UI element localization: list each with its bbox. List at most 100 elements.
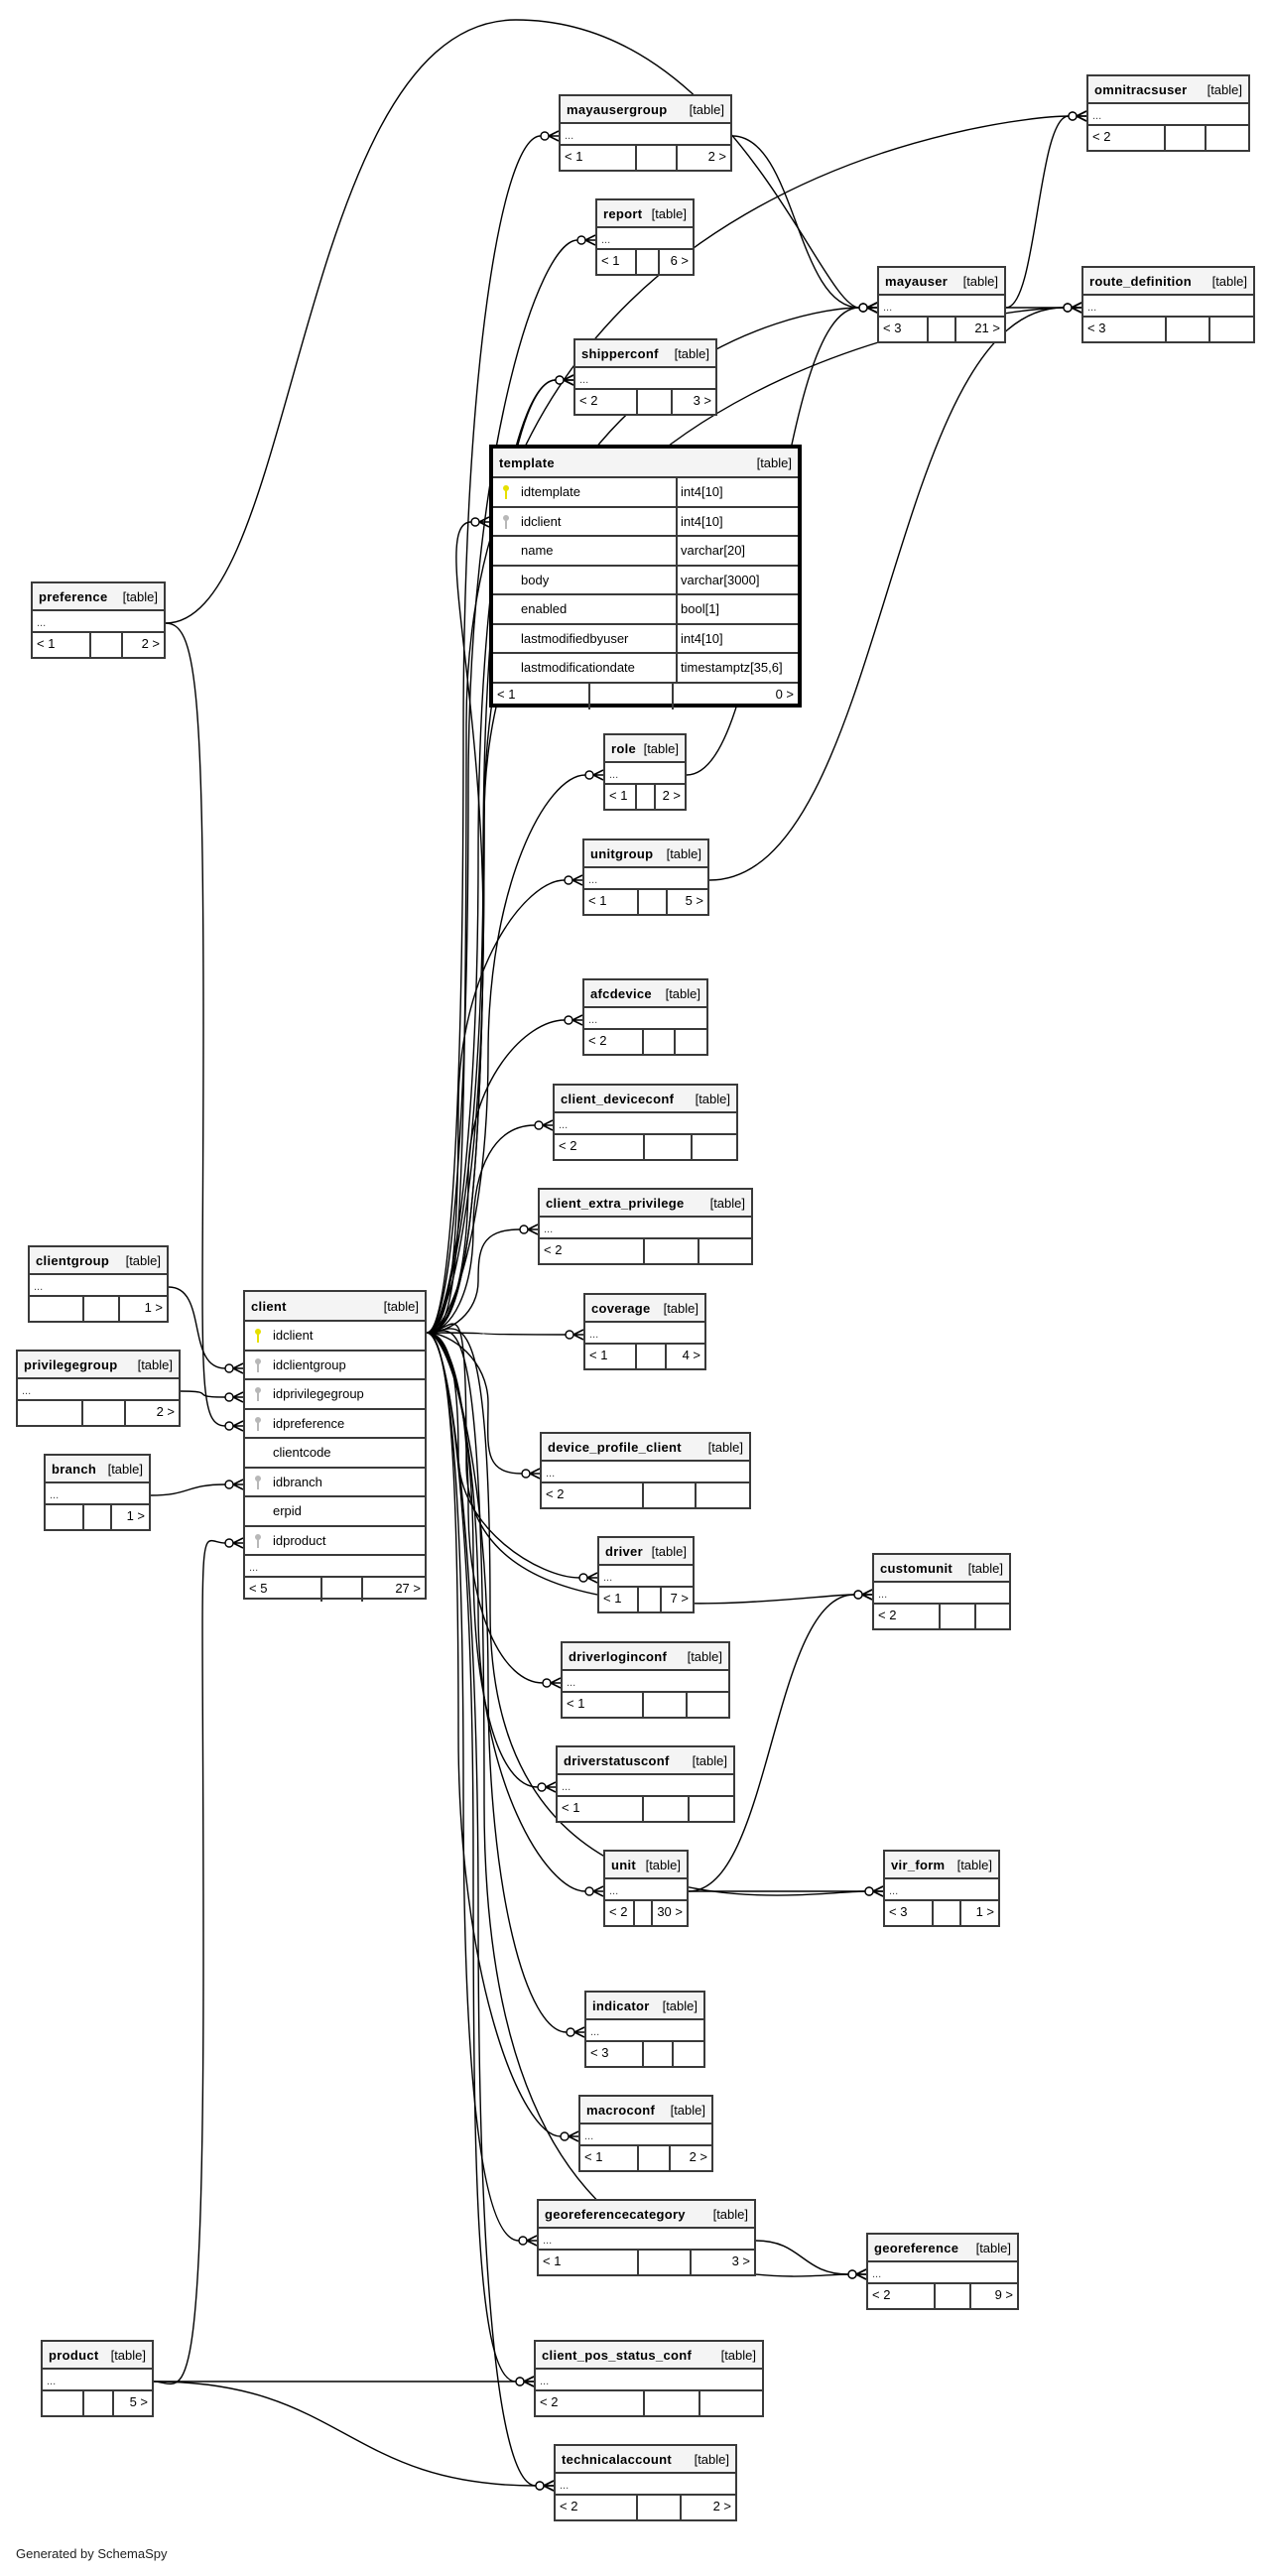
table-name[interactable]: unit: [611, 1857, 637, 1872]
table-name[interactable]: unitgroup: [590, 845, 654, 861]
table-name[interactable]: technicalaccount: [562, 2451, 672, 2467]
parents-count[interactable]: < 2: [874, 1605, 941, 1628]
parents-count[interactable]: < 3: [1083, 318, 1167, 341]
table-name[interactable]: client_deviceconf: [561, 1091, 675, 1106]
table-name[interactable]: clientgroup: [36, 1252, 110, 1268]
parents-count[interactable]: < 1: [584, 890, 639, 914]
children-count[interactable]: 2 >: [707, 149, 726, 164]
parents-count[interactable]: < 2: [868, 2284, 936, 2308]
table-name[interactable]: afcdevice: [590, 985, 652, 1001]
more-columns[interactable]: ...: [539, 2229, 754, 2251]
parents-count[interactable]: < 3: [879, 318, 929, 341]
table-name[interactable]: mayausergroup: [567, 101, 668, 117]
more-columns[interactable]: ...: [868, 2262, 1017, 2284]
table-coverage[interactable]: coverage [table] ... < 1 4 >: [583, 1293, 706, 1370]
parents-count[interactable]: < 2: [542, 1483, 644, 1507]
table-shipperconf[interactable]: shipperconf [table] ... < 2 3 >: [573, 338, 717, 416]
table-name[interactable]: preference: [39, 588, 108, 604]
parents-count[interactable]: < 5: [245, 1578, 322, 1602]
children-count[interactable]: 3 >: [731, 2254, 750, 2268]
children-count[interactable]: 1 >: [975, 1904, 994, 1919]
parents-count[interactable]: < 2: [584, 1030, 644, 1054]
table-name[interactable]: branch: [52, 1461, 97, 1477]
more-columns[interactable]: ...: [599, 1566, 693, 1588]
more-columns[interactable]: ...: [18, 1379, 179, 1401]
table-name[interactable]: mayauser: [885, 273, 949, 289]
table-name[interactable]: driver: [605, 1543, 643, 1559]
parents-count[interactable]: < 2: [536, 2391, 645, 2415]
more-columns[interactable]: ...: [43, 2370, 152, 2391]
column-row[interactable]: idclient: [245, 1322, 425, 1352]
children-count[interactable]: 7 >: [670, 1591, 689, 1606]
table-name[interactable]: driverloginconf: [569, 1648, 668, 1664]
more-columns[interactable]: ...: [558, 1775, 733, 1797]
parents-count[interactable]: < 2: [555, 1135, 645, 1159]
parents-count[interactable]: < 2: [556, 2496, 638, 2519]
more-columns[interactable]: ...: [605, 763, 685, 785]
more-columns[interactable]: ...: [555, 1113, 736, 1135]
table-client_pos_status_conf[interactable]: client_pos_status_conf [table] ... < 2: [534, 2340, 764, 2417]
column-row[interactable]: idclientgroup: [245, 1352, 425, 1380]
table-name[interactable]: client_pos_status_conf: [542, 2347, 693, 2363]
children-count[interactable]: [976, 1605, 1009, 1628]
table-georeferencecategory[interactable]: georeferencecategory [table] ... < 1 3 >: [537, 2199, 756, 2276]
table-role[interactable]: role [table] ... < 1 2 >: [603, 733, 687, 811]
parents-count[interactable]: < 1: [599, 1588, 639, 1611]
column-row[interactable]: lastmodificationdate timestamptz[35,6]: [493, 654, 798, 684]
column-row[interactable]: erpid: [245, 1497, 425, 1527]
more-columns[interactable]: ...: [879, 296, 1004, 318]
more-columns[interactable]: ...: [33, 611, 164, 633]
parents-count[interactable]: < 1: [605, 785, 637, 809]
parents-count[interactable]: < 1: [539, 2251, 639, 2274]
children-count[interactable]: [674, 2042, 703, 2066]
children-count[interactable]: 30 >: [657, 1904, 683, 1919]
table-route_definition[interactable]: route_definition [table] ... < 3: [1081, 266, 1255, 343]
children-count[interactable]: [700, 2391, 762, 2415]
children-count[interactable]: 1 >: [144, 1300, 163, 1315]
parents-count[interactable]: < 1: [493, 683, 590, 709]
parents-count[interactable]: < 2: [605, 1901, 635, 1925]
table-name[interactable]: privilegegroup: [24, 1356, 118, 1372]
children-count[interactable]: 21 >: [974, 321, 1000, 335]
parents-count[interactable]: < 3: [586, 2042, 644, 2066]
table-preference[interactable]: preference [table] ... < 1 2 >: [31, 581, 166, 659]
table-name[interactable]: customunit: [880, 1560, 953, 1576]
table-driver[interactable]: driver [table] ... < 1 7 >: [597, 1536, 695, 1613]
table-clientgroup[interactable]: clientgroup [table] ... 1 >: [28, 1245, 169, 1323]
more-columns[interactable]: ...: [585, 1323, 704, 1345]
table-client_deviceconf[interactable]: client_deviceconf [table] ... < 2: [553, 1084, 738, 1161]
column-row[interactable]: idproduct: [245, 1527, 425, 1556]
parents-count[interactable]: < 1: [558, 1797, 644, 1821]
table-name[interactable]: template: [499, 454, 555, 470]
table-branch[interactable]: branch [table] ... 1 >: [44, 1454, 151, 1531]
column-row[interactable]: enabled bool[1]: [493, 595, 798, 625]
children-count[interactable]: [693, 1135, 736, 1159]
children-count[interactable]: 2 >: [712, 2499, 731, 2513]
children-count[interactable]: 9 >: [994, 2287, 1013, 2302]
table-mayausergroup[interactable]: mayausergroup [table] ... < 1 2 >: [559, 94, 732, 172]
children-count[interactable]: 5 >: [685, 893, 703, 908]
table-name[interactable]: omnitracsuser: [1094, 81, 1188, 97]
column-row[interactable]: idtemplate int4[10]: [493, 478, 798, 508]
table-name[interactable]: vir_form: [891, 1857, 946, 1872]
children-count[interactable]: [1206, 126, 1248, 150]
parents-count[interactable]: < 1: [561, 146, 637, 170]
children-count[interactable]: 2 >: [141, 636, 160, 651]
more-columns[interactable]: ...: [874, 1583, 1009, 1605]
table-client[interactable]: client [table] idclient idclientgroup id…: [243, 1290, 427, 1602]
table-name[interactable]: report: [603, 205, 643, 221]
parents-count[interactable]: < 1: [563, 1693, 644, 1717]
column-row[interactable]: clientcode: [245, 1439, 425, 1469]
more-columns[interactable]: ...: [885, 1879, 998, 1901]
parents-count[interactable]: < 1: [585, 1345, 637, 1368]
children-count[interactable]: 0 >: [775, 686, 794, 702]
more-columns[interactable]: ...: [584, 868, 707, 890]
children-count[interactable]: 5 >: [129, 2394, 148, 2409]
table-name[interactable]: route_definition: [1089, 273, 1193, 289]
table-unitgroup[interactable]: unitgroup [table] ... < 1 5 >: [582, 838, 709, 916]
more-columns[interactable]: ...: [605, 1879, 687, 1901]
table-name[interactable]: macroconf: [586, 2102, 656, 2118]
children-count[interactable]: 2 >: [662, 788, 681, 803]
children-count[interactable]: 2 >: [156, 1404, 175, 1419]
table-mayauser[interactable]: mayauser [table] ... < 3 21 >: [877, 266, 1006, 343]
